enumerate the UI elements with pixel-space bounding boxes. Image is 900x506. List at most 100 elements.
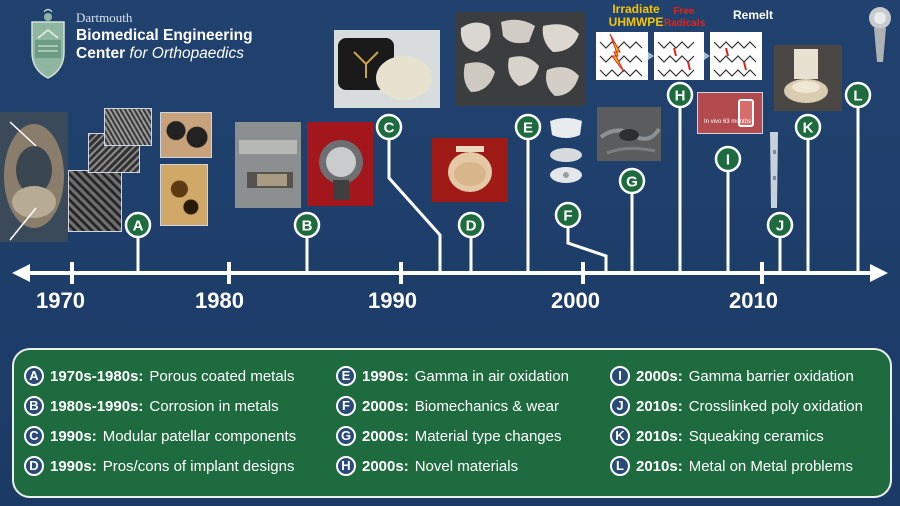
- marker-j: J: [766, 211, 794, 239]
- remelt-label: Remelt: [733, 8, 774, 22]
- legend-letter: J: [610, 396, 630, 416]
- marker-j-label: J: [776, 218, 784, 235]
- marker-b: B: [293, 211, 321, 239]
- legend-letter: L: [610, 456, 630, 476]
- marker-l: L: [844, 81, 872, 109]
- legend-period: 1990s:: [50, 427, 97, 445]
- legend-item-d: D 1990s: Pros/cons of implant designs: [24, 456, 294, 476]
- brand-center-line1: Biomedical Engineering: [76, 27, 253, 44]
- legend-letter: H: [336, 456, 356, 476]
- legend-letter: K: [610, 426, 630, 446]
- legend-period: 1990s:: [50, 457, 97, 475]
- legend-text: Modular patellar components: [102, 427, 297, 445]
- marker-f: F: [554, 201, 582, 229]
- porous-cup-photo: [0, 112, 68, 242]
- marker-e: E: [514, 113, 542, 141]
- legend-letter: B: [24, 396, 44, 416]
- year-label-1970: 1970: [36, 288, 85, 313]
- timeline-axis: [12, 108, 888, 284]
- legend-letter: E: [336, 366, 356, 386]
- marker-c: C: [375, 113, 403, 141]
- legend-item-k: K 2010s: Squeaking ceramics: [610, 426, 824, 446]
- brand-center-line2: Center for Orthopaedics: [76, 45, 244, 63]
- legend-letter: C: [24, 426, 44, 446]
- legend-text: Squeaking ceramics: [688, 427, 824, 445]
- bone-ingrowth-photo-2: [160, 164, 208, 226]
- year-label-2010: 2010: [729, 288, 778, 313]
- marker-f-label: F: [563, 208, 572, 225]
- marker-k: K: [794, 113, 822, 141]
- metal-on-metal-implant-image: [869, 7, 891, 62]
- oxidized-fragments-photo: [455, 12, 585, 106]
- legend-text: Pros/cons of implant designs: [102, 457, 295, 475]
- legend-text: Crosslinked poly oxidation: [688, 397, 863, 415]
- legend-period: 2000s:: [636, 367, 683, 385]
- legend-text: Porous coated metals: [149, 367, 295, 385]
- marker-h-label: H: [675, 88, 686, 105]
- legend-item-a: A 1970s-1980s: Porous coated metals: [24, 366, 295, 386]
- marker-i-label: I: [726, 152, 730, 169]
- porous-surface-photo-1: [68, 170, 122, 232]
- knee-insert-images: [550, 118, 582, 183]
- ceramic-bearing-photo: [774, 45, 842, 111]
- legend-period: 1970s-1980s:: [50, 367, 144, 385]
- legend-period: 2010s:: [636, 457, 683, 475]
- legend-letter: A: [24, 366, 44, 386]
- marker-e-label: E: [523, 120, 533, 137]
- legend-period: 1990s:: [362, 367, 409, 385]
- porous-surface-photo-3: [104, 108, 152, 146]
- brand-center-word: Center: [76, 45, 130, 62]
- legend-text: Gamma barrier oxidation: [688, 367, 854, 385]
- year-label-2000: 2000: [551, 288, 600, 313]
- legend-text: Novel materials: [414, 457, 519, 475]
- barrier-oxidation-photo: In vivo 63 months: [697, 92, 763, 134]
- legend-period: 2000s:: [362, 397, 409, 415]
- bone-ingrowth-photo-1: [160, 112, 212, 158]
- dartmouth-shield-logo: [31, 8, 65, 79]
- brand-center-italic: for Orthopaedics: [129, 45, 244, 62]
- oxidation-highlight-box: [738, 99, 754, 127]
- implant-design-photo: [432, 138, 508, 202]
- legend-letter: G: [336, 426, 356, 446]
- marker-b-label: B: [302, 218, 313, 235]
- marker-d-label: D: [466, 218, 477, 235]
- legend-letter: I: [610, 366, 630, 386]
- marker-k-label: K: [803, 120, 814, 137]
- legend-text: Gamma in air oxidation: [414, 367, 569, 385]
- year-label-1980: 1980: [195, 288, 244, 313]
- crosslinked-liner-image: [770, 132, 778, 208]
- legend-item-i: I 2000s: Gamma barrier oxidation: [610, 366, 854, 386]
- marker-d: D: [457, 211, 485, 239]
- free-radicals-label: Free Radicals: [664, 6, 706, 29]
- marker-a-label: A: [133, 218, 144, 235]
- legend-item-h: H 2000s: Novel materials: [336, 456, 518, 476]
- legend-item-f: F 2000s: Biomechanics & wear: [336, 396, 559, 416]
- legend-panel: A 1970s-1980s: Porous coated metals B 1980s…: [12, 348, 892, 498]
- marker-h: H: [666, 81, 694, 109]
- legend-text: Material type changes: [414, 427, 562, 445]
- marker-l-label: L: [853, 88, 862, 105]
- year-label-1990: 1990: [368, 288, 417, 313]
- legend-item-e: E 1990s: Gamma in air oxidation: [336, 366, 569, 386]
- legend-letter: D: [24, 456, 44, 476]
- legend-period: 1980s-1990s:: [50, 397, 144, 415]
- legend-period: 2000s:: [362, 427, 409, 445]
- legend-item-c: C 1990s: Modular patellar components: [24, 426, 296, 446]
- timeline-markers: .mk{fill:#1e6b3f;stroke:#fff;stroke-widt…: [124, 81, 872, 239]
- uhmwpe-word: UHMWPE: [608, 15, 664, 29]
- legend-period: 2000s:: [362, 457, 409, 475]
- legend-period: 2010s:: [636, 427, 683, 445]
- brand-university: Dartmouth: [76, 10, 133, 25]
- marker-c-label: C: [384, 120, 395, 137]
- marker-a: A: [124, 211, 152, 239]
- irradiate-label: Irradiate UHMWPE: [596, 3, 676, 29]
- sem-micrograph-photo: [597, 107, 661, 161]
- legend-letter: F: [336, 396, 356, 416]
- marker-g-label: G: [626, 174, 638, 191]
- irradiate-word: Irradiate: [612, 2, 660, 16]
- legend-text: Biomechanics & wear: [414, 397, 559, 415]
